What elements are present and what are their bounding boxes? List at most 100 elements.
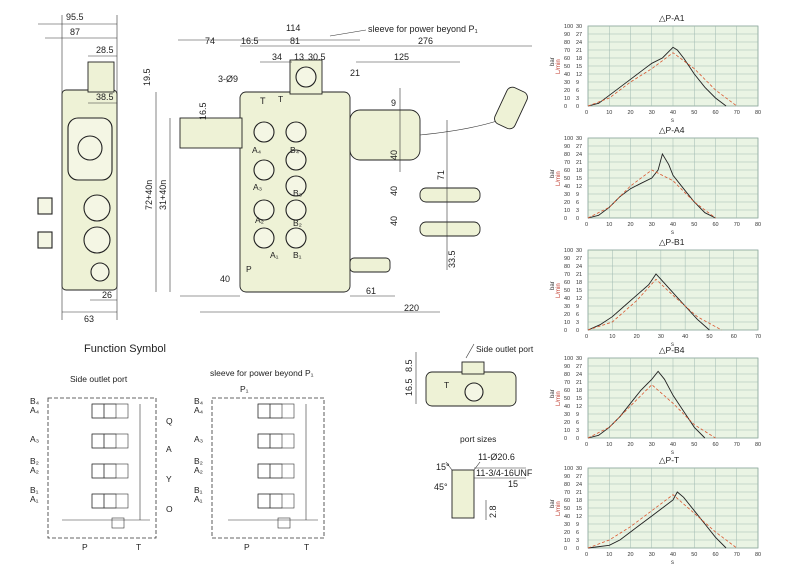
chart-series-flow [587,169,716,219]
chart-x-tick: 30 [649,110,655,116]
chart-y2label: L/min [556,283,562,298]
chart-y2-tick: 80 [564,372,570,378]
chart-y2-tick: 20 [564,420,570,426]
chart-x-tick: 70 [734,552,740,558]
chart-y-tick: 15 [576,176,582,182]
dim-276: 276 [418,36,433,46]
right-port-a3: A₃ [194,434,203,444]
spool-row [257,403,295,419]
chart-series-pressure [587,273,710,331]
chart-y-tick: 27 [576,364,582,370]
port-b1 [285,227,307,249]
chart-title: △P-B1 [659,237,685,247]
spool-row [91,493,129,509]
dim-side-38-5: 38.5 [96,92,114,102]
chart-y2-tick: 90 [564,364,570,370]
side-view: 95.5 87 28.5 38.5 26 63 [37,12,118,324]
side-outlet-caption: Side outlet port [476,344,534,354]
chart-y-tick: 27 [576,144,582,150]
chart-x-tick: 60 [713,110,719,116]
chart-x-tick: 70 [734,110,740,116]
chart-y-tick: 15 [576,396,582,402]
spool-row [257,433,295,449]
chart-y-tick: 0 [576,328,579,334]
chart-y2-tick: 40 [564,184,570,190]
right-schematic-caption: sleeve for power beyond P₁ [210,368,314,378]
spool-letter-a: A [166,444,172,454]
lever-grip-1 [494,86,528,130]
chart-y-tick: 21 [576,160,582,166]
dim-label-t: T [260,96,266,106]
chart-y-tick: 0 [576,216,579,222]
port-sizes-title: port sizes [460,434,496,444]
chart-y2-tick: 10 [564,538,570,544]
chart-y-tick: 15 [576,506,582,512]
left-port-b1: B₁ [30,485,39,495]
chart-y2-tick: 40 [564,404,570,410]
relief-valve [349,257,391,273]
port-size-15: 15 [508,479,518,489]
chart-x-tick: 80 [755,552,761,558]
chart-x-tick: 80 [755,222,761,228]
chart-series-pressure [587,46,727,107]
dim-16-5: 16.5 [241,36,259,46]
dim-31-40n: 31+40n [158,180,168,210]
chart-y-tick: 9 [576,412,579,418]
chart-panel: △P-B100310620930124015501860217024802790… [550,237,761,348]
side-view-port-circle [83,226,111,254]
chart-y-tick: 6 [576,200,579,206]
chart-x-tick: 20 [628,552,634,558]
chart-title: △P-T [659,455,679,465]
chart-y2-tick: 100 [564,136,573,142]
chart-y2-tick: 10 [564,96,570,102]
dim-13: 13 [294,52,304,62]
chart-series-flow [587,278,722,331]
chart-y-tick: 21 [576,380,582,386]
dim-72-40n: 72+40n [144,180,154,210]
left-bottom-t: T [136,542,141,552]
chart-y2-tick: 60 [564,280,570,286]
chart-y-tick: 18 [576,56,582,62]
chart-y-tick: 30 [576,356,582,362]
chart-x-tick: 50 [706,334,712,340]
label-a3: A₃ [253,182,262,192]
chart-y-tick: 24 [576,482,582,488]
chart-xlabel: s [671,230,674,236]
relief-symbol [111,517,125,529]
left-schematic-caption: Side outlet port [70,374,128,384]
right-bottom-t: T [304,542,309,552]
chart-series-pressure [587,491,727,549]
dim-side-87: 87 [70,27,80,37]
side-outlet-detail: Side outlet port 8.5 16.5 T [404,343,534,407]
dim-125: 125 [394,52,409,62]
chart-y2-tick: 80 [564,40,570,46]
chart-y-tick: 15 [576,288,582,294]
chart-ylabel: bar [550,57,556,66]
chart-y2-tick: 0 [564,328,567,334]
chart-y2-tick: 90 [564,474,570,480]
chart-x-tick: 40 [670,442,676,448]
chart-y-tick: 27 [576,474,582,480]
chart-y2-tick: 30 [564,80,570,86]
dim-74: 74 [205,36,215,46]
chart-y2-tick: 20 [564,312,570,318]
chart-y2-tick: 10 [564,208,570,214]
chart-y-tick: 3 [576,96,579,102]
chart-x-tick: 10 [606,222,612,228]
chart-y-tick: 0 [576,104,579,110]
chart-y-tick: 15 [576,64,582,70]
chart-grid [587,467,759,549]
port-size-11-20-6: 11-Ø20.6 [478,452,515,462]
port-size-15-deg: 15° [436,462,450,472]
outlet-dim-8-5: 8.5 [404,359,414,372]
chart-y-tick: 21 [576,490,582,496]
outlet-dim-16-5: 16.5 [404,378,414,396]
chart-y-tick: 24 [576,152,582,158]
chart-xlabel: s [671,560,674,565]
dim-71: 71 [436,170,446,180]
chart-x-tick: 70 [734,442,740,448]
chart-grid [587,137,759,219]
relief-symbol [277,517,291,529]
side-view-port-circle [77,135,103,161]
spool-row [91,433,129,449]
